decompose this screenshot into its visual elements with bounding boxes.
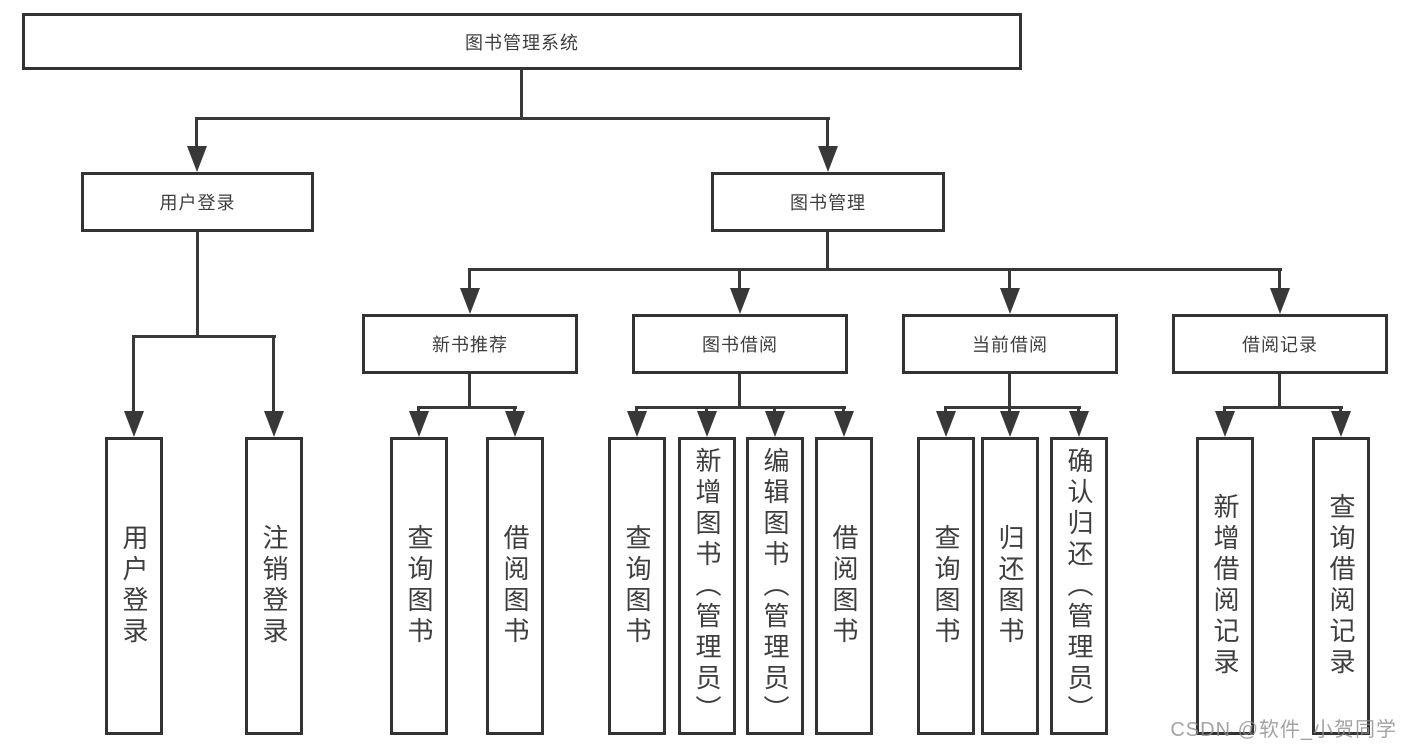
connector-stem: [520, 68, 523, 117]
leaf-borrow-edit-books-admin: 编辑图书（管理员）: [746, 437, 804, 735]
connector-drop: [1278, 268, 1281, 292]
connector-stem: [1278, 374, 1281, 406]
connector-drop: [195, 117, 198, 149]
leaf-newbook-borrow-books: 借阅图书: [486, 437, 544, 735]
arrow-down-icon: [409, 411, 429, 437]
connector-drop: [1077, 406, 1080, 414]
arrow-down-icon: [818, 146, 838, 172]
arrow-down-icon: [936, 411, 956, 437]
node-label: 图书管理系统: [465, 32, 579, 53]
arrow-down-icon: [1270, 288, 1290, 314]
connector-drop: [1223, 406, 1226, 414]
connector-drop: [1008, 268, 1011, 292]
connector-drop: [132, 335, 135, 413]
node-book-borrow: 图书借阅: [632, 314, 848, 374]
node-label: 新增借阅记录: [1210, 493, 1240, 679]
leaf-record-query-borrow-record: 查询借阅记录: [1312, 437, 1370, 735]
arrow-down-icon: [730, 288, 750, 314]
connector-bar: [196, 117, 830, 120]
leaf-newbook-query-books: 查询图书: [390, 437, 448, 735]
node-new-book-recommend: 新书推荐: [362, 314, 578, 374]
connector-drop: [635, 406, 638, 414]
connector-bar: [417, 406, 517, 409]
arrow-down-icon: [1069, 411, 1089, 437]
node-borrow-record: 借阅记录: [1172, 314, 1388, 374]
node-label: 借阅记录: [1242, 335, 1318, 355]
arrow-down-icon: [187, 146, 207, 172]
node-label: 查询图书: [404, 524, 434, 648]
leaf-record-add-borrow-record: 新增借阅记录: [1196, 437, 1254, 735]
leaf-logout-login: 注销登录: [245, 437, 303, 735]
connector-stem: [468, 374, 471, 406]
node-label: 图书管理: [790, 193, 866, 213]
arrow-down-icon: [1215, 411, 1235, 437]
leaf-current-query-books: 查询图书: [917, 437, 975, 735]
node-label: 查询借阅记录: [1326, 493, 1356, 679]
leaf-user-login: 用户登录: [105, 437, 163, 735]
node-current-borrow: 当前借阅: [902, 314, 1118, 374]
arrow-down-icon: [1331, 411, 1351, 437]
connector-drop: [417, 406, 420, 414]
connector-drop: [738, 268, 741, 292]
node-label: 编辑图书（管理员）: [760, 446, 790, 726]
node-label: 图书借阅: [702, 335, 778, 355]
leaf-borrow-borrow-books: 借阅图书: [815, 437, 873, 735]
connector-drop: [842, 406, 845, 414]
connector-stem: [196, 232, 199, 335]
connector-stem: [826, 232, 829, 268]
node-label: 用户登录: [159, 193, 236, 213]
arrow-down-icon: [765, 411, 785, 437]
node-label: 注销登录: [259, 524, 289, 648]
node-label: 用户登录: [119, 524, 149, 648]
arrow-down-icon: [627, 411, 647, 437]
leaf-borrow-add-books-admin: 新增图书（管理员）: [678, 437, 736, 735]
node-label: 借阅图书: [500, 524, 530, 648]
connector-bar: [635, 406, 846, 409]
leaf-current-confirm-return-admin: 确认归还（管理员）: [1050, 437, 1108, 735]
node-label: 新书推荐: [432, 335, 508, 355]
connector-drop: [1008, 406, 1011, 414]
connector-drop: [513, 406, 516, 414]
leaf-borrow-query-books: 查询图书: [608, 437, 666, 735]
arrow-down-icon: [697, 411, 717, 437]
connector-drop: [1339, 406, 1342, 414]
arrow-down-icon: [834, 411, 854, 437]
node-label: 查询图书: [931, 524, 961, 648]
connector-bar: [132, 335, 276, 338]
arrow-down-icon: [505, 411, 525, 437]
node-label: 当前借阅: [972, 335, 1048, 355]
arrow-down-icon: [124, 411, 144, 437]
node-user-login: 用户登录: [81, 172, 314, 232]
arrow-down-icon: [1000, 411, 1020, 437]
node-label: 确认归还（管理员）: [1064, 446, 1094, 726]
connector-bar: [944, 406, 1081, 409]
node-root: 图书管理系统: [22, 13, 1022, 70]
connector-stem: [738, 374, 741, 406]
connector-drop: [773, 406, 776, 414]
connector-bar: [468, 268, 1282, 271]
node-label: 借阅图书: [829, 524, 859, 648]
node-book-management: 图书管理: [711, 172, 945, 232]
connector-drop: [944, 406, 947, 414]
connector-drop: [705, 406, 708, 414]
connector-drop: [826, 117, 829, 149]
connector-drop: [272, 335, 275, 413]
connector-drop: [468, 268, 471, 292]
connector-bar: [1223, 406, 1343, 409]
node-label: 新增图书（管理员）: [692, 446, 722, 726]
connector-stem: [1008, 374, 1011, 406]
arrow-down-icon: [460, 288, 480, 314]
arrow-down-icon: [264, 411, 284, 437]
node-label: 查询图书: [622, 524, 652, 648]
node-label: 归还图书: [995, 524, 1025, 648]
arrow-down-icon: [1000, 288, 1020, 314]
leaf-current-return-books: 归还图书: [981, 437, 1039, 735]
